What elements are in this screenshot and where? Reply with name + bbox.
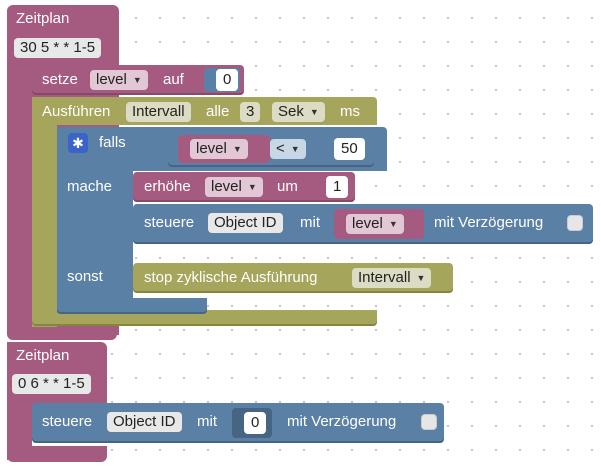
schedule-1-cron-field[interactable]: 30 5 * * 1-5 (14, 38, 102, 58)
interval-unit-dropdown[interactable]: Sek ▼ (272, 102, 325, 122)
interval-ms-label: ms (340, 103, 360, 120)
chevron-down-icon: ▼ (132, 75, 142, 85)
control-2-value-input[interactable]: 0 (244, 412, 267, 434)
gear-icon[interactable]: ✱ (68, 133, 88, 153)
increment-label: erhöhe (144, 178, 191, 195)
schedule-2-title: Zeitplan (16, 347, 70, 364)
increment-variable-dropdown[interactable]: level ▼ (205, 177, 263, 197)
else-label: sonst (67, 268, 103, 285)
compare-operator-dropdown[interactable]: <▼ (270, 139, 306, 159)
increment-by-label: um (277, 178, 298, 195)
stop-interval-dropdown[interactable]: Intervall ▼ (352, 268, 432, 288)
stop-label: stop zyklische Ausführung (144, 269, 318, 286)
control-1-delay-label: mit Verzögerung (434, 214, 544, 231)
compare-operator: < (276, 140, 285, 157)
if-block-bottom (57, 298, 207, 314)
interval-value-field[interactable]: 3 (240, 102, 261, 122)
chevron-down-icon: ▼ (388, 219, 398, 229)
control-1-with-label: mit (300, 214, 320, 231)
schedule-block-2-side (7, 342, 32, 460)
schedule-2-cron-field[interactable]: 0 6 * * 1-5 (12, 374, 91, 394)
compare-value-input[interactable]: 50 (334, 138, 365, 160)
interval-unit-name: Sek (278, 103, 304, 120)
chevron-down-icon: ▼ (232, 144, 242, 154)
if-block-side (57, 127, 133, 313)
set-variable-dropdown[interactable]: level ▼ (90, 70, 148, 90)
interval-block-side (32, 97, 57, 327)
set-value-input[interactable]: 0 (216, 69, 239, 91)
control-1-object-field[interactable]: Object ID (208, 213, 283, 233)
control-1-label: steuere (144, 214, 195, 231)
chevron-down-icon: ▼ (247, 182, 257, 192)
set-label: setze (42, 71, 78, 88)
control-2-delay-label: mit Verzögerung (287, 413, 397, 430)
chevron-down-icon: ▼ (309, 107, 319, 117)
compare-variable-name: level (196, 140, 227, 157)
interval-label: Ausführen (42, 103, 111, 120)
do-label: mache (67, 178, 113, 195)
chevron-down-icon: ▼ (290, 144, 300, 154)
control-1-variable-dropdown[interactable]: level ▼ (346, 214, 404, 234)
stop-interval-name: Intervall (358, 269, 411, 286)
chevron-down-icon: ▼ (416, 273, 426, 283)
increment-variable-name: level (211, 178, 242, 195)
control-2-delay-checkbox[interactable] (421, 414, 437, 430)
schedule-1-title: Zeitplan (16, 10, 70, 27)
increment-value-input[interactable]: 1 (326, 176, 349, 198)
set-variable-name: level (96, 71, 127, 88)
control-1-delay-checkbox[interactable] (567, 215, 583, 231)
control-1-variable-name: level (352, 215, 383, 232)
interval-name-field[interactable]: Intervall (126, 102, 191, 122)
schedule-block-2-bottom (7, 446, 107, 462)
control-2-label: steuere (42, 413, 93, 430)
set-to-label: auf (163, 71, 184, 88)
if-label: falls (99, 134, 126, 151)
interval-block-bottom (32, 310, 377, 326)
control-2-object-field[interactable]: Object ID (107, 412, 182, 432)
control-2-with-label: mit (197, 413, 217, 430)
interval-every-label: alle (206, 103, 230, 120)
compare-variable-dropdown[interactable]: level ▼ (190, 139, 248, 159)
